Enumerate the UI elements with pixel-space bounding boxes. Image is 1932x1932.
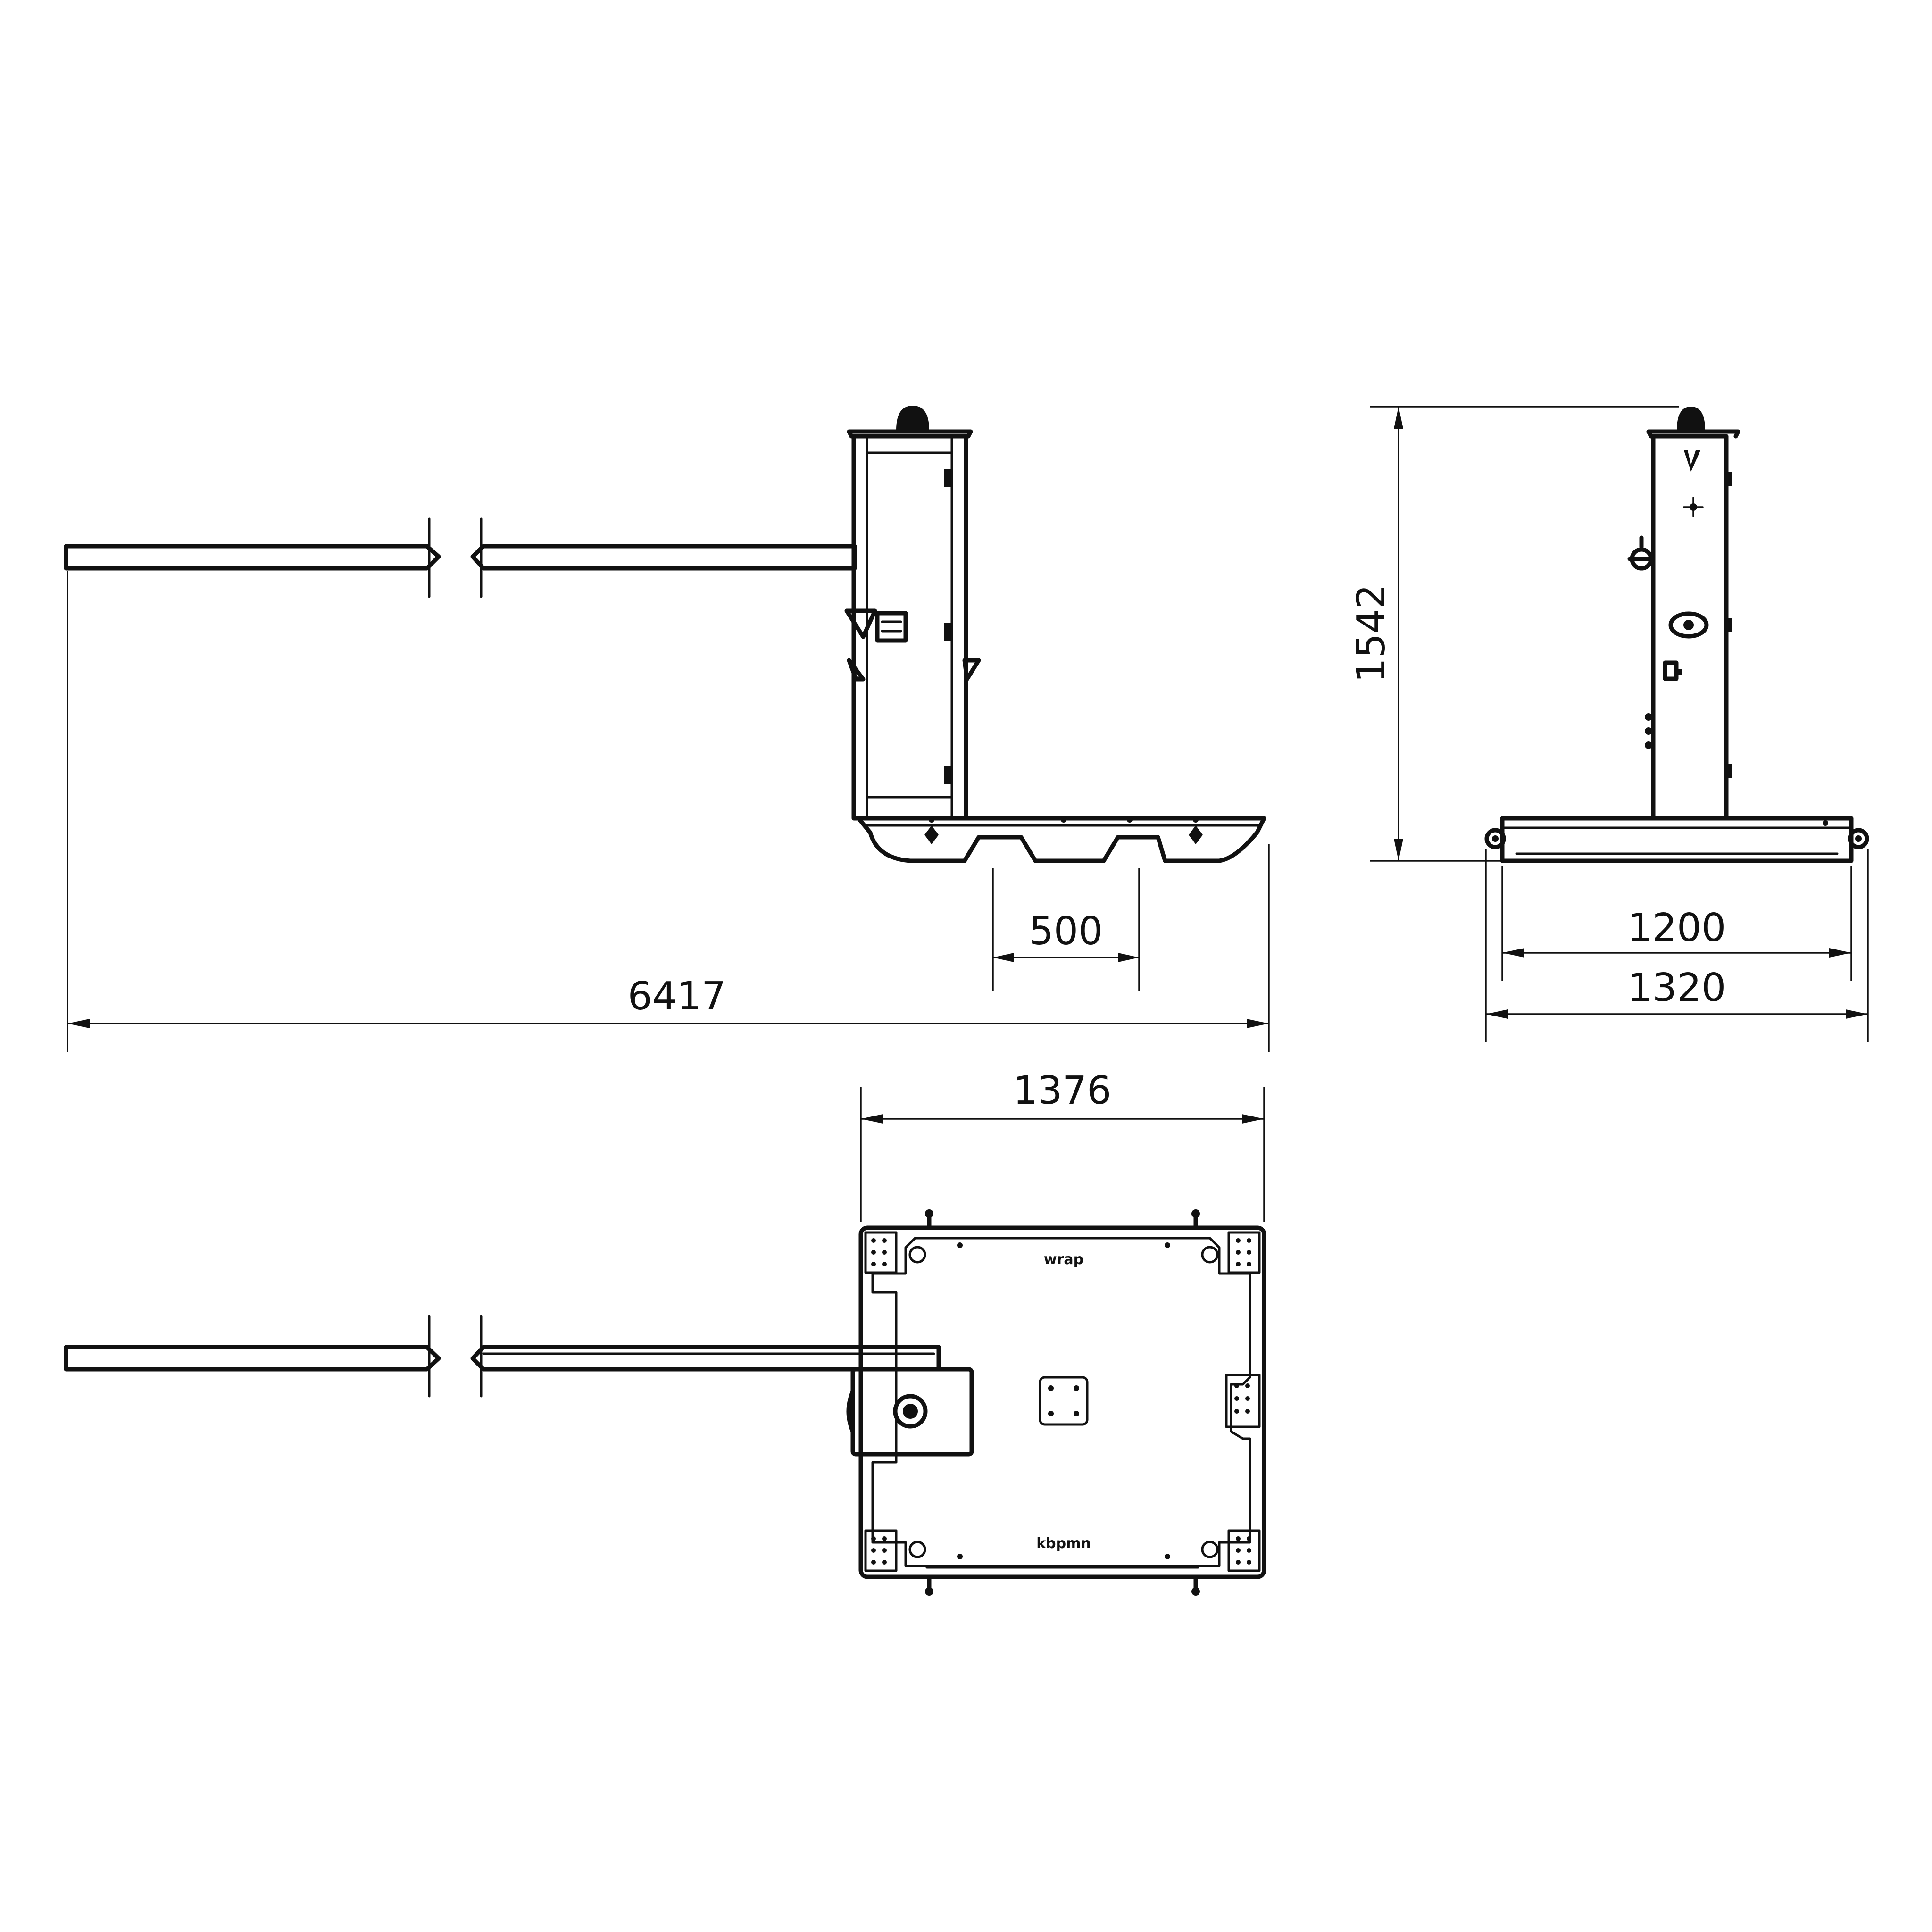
corner-pad [1227,1231,1261,1274]
corner-pad [1227,1529,1261,1572]
side-pad [1225,1374,1261,1428]
top-base-plate: wrap kbpmn [858,1209,1266,1596]
front-column [844,406,981,821]
top-column-housing [846,1367,974,1457]
side-base [1484,816,1869,863]
column-top-icon [893,1394,928,1429]
lifting-eye-icon [1484,828,1506,849]
dimension-label: 6417 [628,974,726,1019]
side-view: 1542 1200 1320 [1349,406,1869,1042]
eye-sensor-icon [1668,611,1709,639]
signal-lamp-icon [896,406,929,430]
dimension-label: 1320 [1628,966,1726,1010]
dimension-1376: 1376 [860,1068,1265,1222]
front-base [856,816,1266,863]
dimension-label: 500 [1029,909,1103,954]
lifting-eye-icon [1848,828,1869,849]
base-marking-top: wrap [1044,1251,1083,1268]
corner-pad [864,1529,898,1572]
bolt-hole [908,1246,926,1264]
front-boom-arm [64,517,857,598]
signal-lamp-icon [1677,407,1705,430]
dimension-1200: 1200 [1501,866,1852,981]
bolt-hole [908,1541,926,1558]
dimension-label: 1200 [1628,906,1726,950]
corner-pad [864,1231,898,1274]
dimension-500: 500 [992,868,1140,991]
dimension-1542: 1542 [1349,406,1679,862]
top-boom-arm [64,1315,941,1398]
dimension-1320: 1320 [1485,849,1869,1042]
dimension-6417: 6417 [67,571,1270,1052]
top-view: 1376 [64,1068,1266,1596]
center-mount-plate [1039,1376,1089,1426]
valve-icon [1684,450,1700,472]
side-column [1627,407,1740,821]
dimension-label: 1542 [1349,584,1394,683]
dimension-label: 1376 [1013,1068,1112,1113]
bolt-hole [1201,1246,1219,1264]
front-view: 500 6417 [64,406,1270,1052]
bolt-hole [1201,1541,1219,1558]
base-marking-bottom: kbpmn [1036,1535,1091,1552]
